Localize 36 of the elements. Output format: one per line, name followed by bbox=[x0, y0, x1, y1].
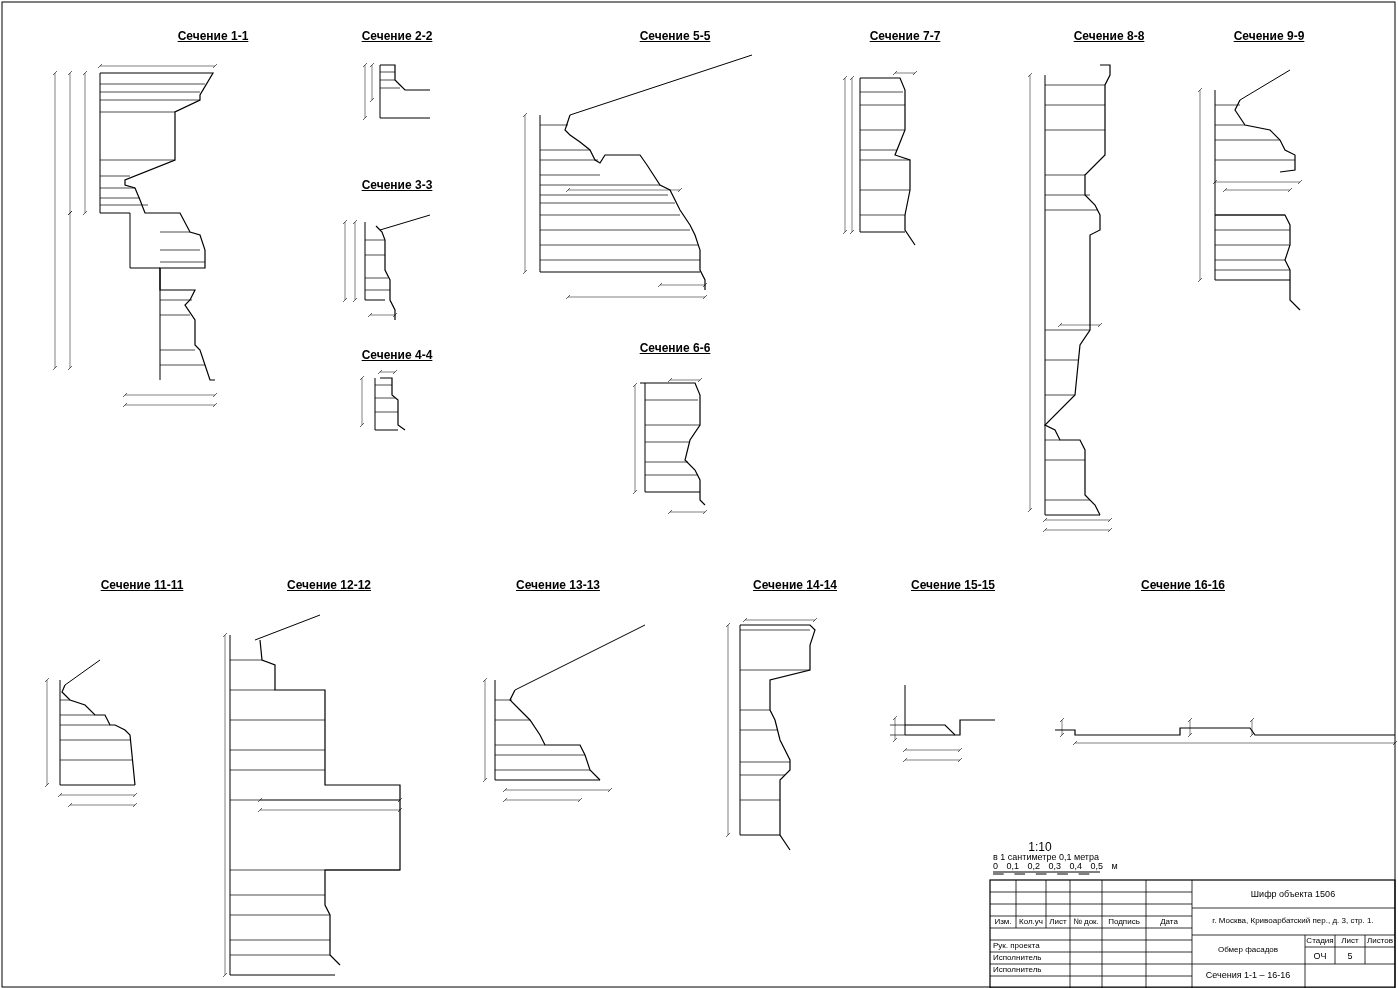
title-block-text: г. Москва, Кривоарбатский пер., д. 3, стр. 1. bbox=[1212, 917, 1374, 925]
section-title: Сечение 4-4 bbox=[361, 349, 433, 361]
section-title: Сечение 1-1 bbox=[177, 30, 249, 42]
section-title: Сечение 5-5 bbox=[639, 30, 711, 42]
section-title: Сечение 14-14 bbox=[753, 579, 837, 591]
title-block-text: Сечения 1-1 – 16-16 bbox=[1205, 970, 1291, 980]
section-title: Сечение 7-7 bbox=[869, 30, 941, 42]
title-block-text: Листов bbox=[1367, 937, 1393, 945]
title-block-text: Подпись bbox=[1108, 918, 1140, 926]
title-block-text: ОЧ bbox=[1313, 951, 1327, 961]
title-block-text: Стадия bbox=[1306, 937, 1334, 945]
title-block-text: Изм. bbox=[994, 918, 1012, 926]
section-title: Сечение 16-16 bbox=[1141, 579, 1225, 591]
title-block-text: Рук. проекта bbox=[993, 942, 1040, 950]
title-block-text: 5 bbox=[1347, 951, 1353, 961]
section-title: Сечение 11-11 bbox=[100, 579, 184, 591]
title-block-text: Лист bbox=[1341, 937, 1359, 945]
title-block-text: Исполнитель bbox=[993, 954, 1042, 962]
section-title: Сечение 13-13 bbox=[516, 579, 600, 591]
title-block-text: Кол.уч bbox=[1019, 918, 1043, 926]
section-title: Сечение 8-8 bbox=[1073, 30, 1145, 42]
title-block-text: № док. bbox=[1073, 918, 1099, 926]
title-block-text: Шифр объекта 1506 bbox=[1250, 889, 1336, 899]
section-title: Сечение 6-6 bbox=[639, 342, 711, 354]
section-title: Сечение 15-15 bbox=[911, 579, 995, 591]
section-title: Сечение 9-9 bbox=[1233, 30, 1305, 42]
section-title: Сечение 2-2 bbox=[361, 30, 433, 42]
scale-text: в 1 сантиметре 0,1 метра bbox=[993, 852, 1099, 862]
title-block-text: Дата bbox=[1160, 918, 1178, 926]
scale-text: 1:10 bbox=[1028, 841, 1052, 853]
section-title: Сечение 3-3 bbox=[361, 179, 433, 191]
title-block-text: Лист bbox=[1049, 918, 1067, 926]
scale-text: 0 0,1 0,2 0,3 0,4 0,5 м bbox=[993, 861, 1118, 871]
title-block-text: Обмер фасадов bbox=[1217, 946, 1279, 954]
section-title: Сечение 12-12 bbox=[287, 579, 371, 591]
title-block-text: Исполнитель bbox=[993, 966, 1042, 974]
